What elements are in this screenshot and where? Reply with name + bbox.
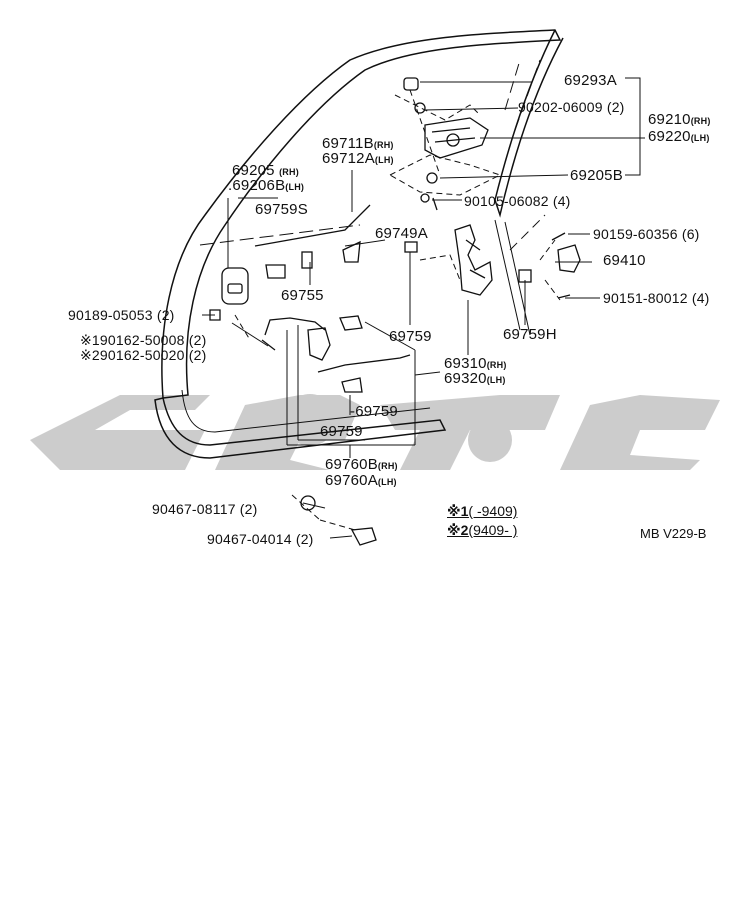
label-69310-code: 69310	[444, 355, 487, 372]
label-69712A-code: 69712A	[322, 150, 375, 167]
label-69711B-code: 69711B	[322, 135, 374, 152]
label-69206B-side: (LH)	[285, 182, 305, 192]
label-69320-side: (LH)	[486, 375, 506, 385]
label-90189-qty: (2)	[156, 307, 175, 323]
label-90202-code: 90202-06009	[518, 99, 603, 115]
assembly-dashed-lines	[234, 89, 561, 531]
label-69760A: 69760A(LH)	[325, 472, 397, 489]
label-90105-06082: 90105-06082 (4)	[464, 193, 571, 209]
door-lock-parts	[209, 77, 581, 546]
label-90467b-qty: (2)	[295, 531, 314, 547]
label-69220: 69220(LH)	[648, 128, 710, 145]
label-69293A: 69293A	[564, 72, 617, 89]
label-90202-06009: 90202-06009 (2)	[518, 99, 625, 115]
label-69760A-code: 69760A	[325, 472, 378, 489]
label-90202-qty: (2)	[606, 99, 625, 115]
label-90162a-qty: (2)	[188, 332, 207, 348]
footnote-1-range: ( -9409)	[468, 503, 518, 519]
label-69206B-code: 69206B	[232, 177, 286, 194]
label-90159-60356: 90159-60356 (6)	[593, 226, 700, 242]
label-69410: 69410	[603, 252, 646, 269]
label-69711B-side: (RH)	[373, 140, 394, 150]
label-90189-code: 90189-05053	[68, 307, 153, 323]
label-69749A: 69749A	[375, 225, 428, 242]
leader-lines	[202, 77, 645, 539]
label-90151-code: 90151-80012	[603, 290, 688, 306]
label-90467-08117: 90467-08117 (2)	[152, 501, 258, 517]
label-69760B: 69760B(RH)	[325, 456, 398, 473]
label-69220-side: (LH)	[690, 133, 710, 143]
label-69711B: 69711B(RH)	[322, 135, 394, 152]
label-90151-qty: (4)	[691, 290, 710, 306]
label-90467a-code: 90467-08117	[152, 501, 236, 517]
label-69320: 69320(LH)	[444, 370, 506, 387]
label-69712A-side: (LH)	[374, 155, 394, 165]
label-69759H: 69759H	[503, 326, 557, 343]
label-69210-code: 69210	[648, 111, 691, 128]
label-69320-code: 69320	[444, 370, 487, 387]
label-69210: 69210(RH)	[648, 111, 711, 128]
label-69759-low: 69759	[320, 423, 363, 440]
label-69205B: 69205B	[570, 167, 623, 184]
label-90162-50008: ※190162-50008 (2)	[80, 332, 206, 349]
label-90162b-code: ※290162-50020	[80, 347, 185, 363]
label-69759S: 69759S	[255, 201, 308, 218]
label-90105-qty: (4)	[552, 193, 571, 209]
label-69310-side: (RH)	[486, 360, 507, 370]
label-69205: 69205 (RH)	[232, 162, 299, 179]
label-69206B: .69206B(LH)	[228, 177, 305, 194]
label-90162-50020: ※290162-50020 (2)	[80, 347, 206, 364]
footnote-2-mark: ※2	[447, 522, 469, 538]
label-69310: 69310(RH)	[444, 355, 507, 372]
label-69760B-side: (RH)	[377, 461, 398, 471]
label-69760B-code: 69760B	[325, 456, 378, 473]
label-69759-mid: -69759	[350, 403, 398, 420]
label-69755: 69755	[281, 287, 324, 304]
label-90189-05053: 90189-05053 (2)	[68, 307, 175, 323]
diagram-code: MB V229-B	[640, 526, 707, 541]
label-69220-code: 69220	[648, 128, 691, 145]
label-69712A: 69712A(LH)	[322, 150, 394, 167]
footnote-1-mark: ※1	[447, 503, 469, 519]
label-90159-qty: (6)	[681, 226, 700, 242]
label-69205-side: (RH)	[279, 167, 299, 177]
label-90467a-qty: (2)	[239, 501, 258, 517]
footnote-2: ※2(9409- )	[447, 522, 517, 539]
label-90162a-code: ※190162-50008	[80, 332, 185, 348]
label-90159-code: 90159-60356	[593, 226, 678, 242]
footnote-2-range: (9409- )	[468, 522, 518, 538]
label-69205-code: 69205	[232, 162, 275, 179]
label-90105-code: 90105-06082	[464, 193, 549, 209]
label-90467b-code: 90467-04014	[207, 531, 292, 547]
label-90162b-qty: (2)	[188, 347, 207, 363]
footnote-1: ※1( -9409)	[447, 503, 517, 520]
door-outline	[154, 29, 564, 459]
label-90151-80012: 90151-80012 (4)	[603, 290, 710, 306]
label-90467-04014: 90467-04014 (2)	[207, 531, 314, 547]
label-69759-top: 69759	[389, 328, 432, 345]
label-69210-side: (RH)	[690, 116, 711, 126]
label-69760A-side: (LH)	[377, 477, 397, 487]
